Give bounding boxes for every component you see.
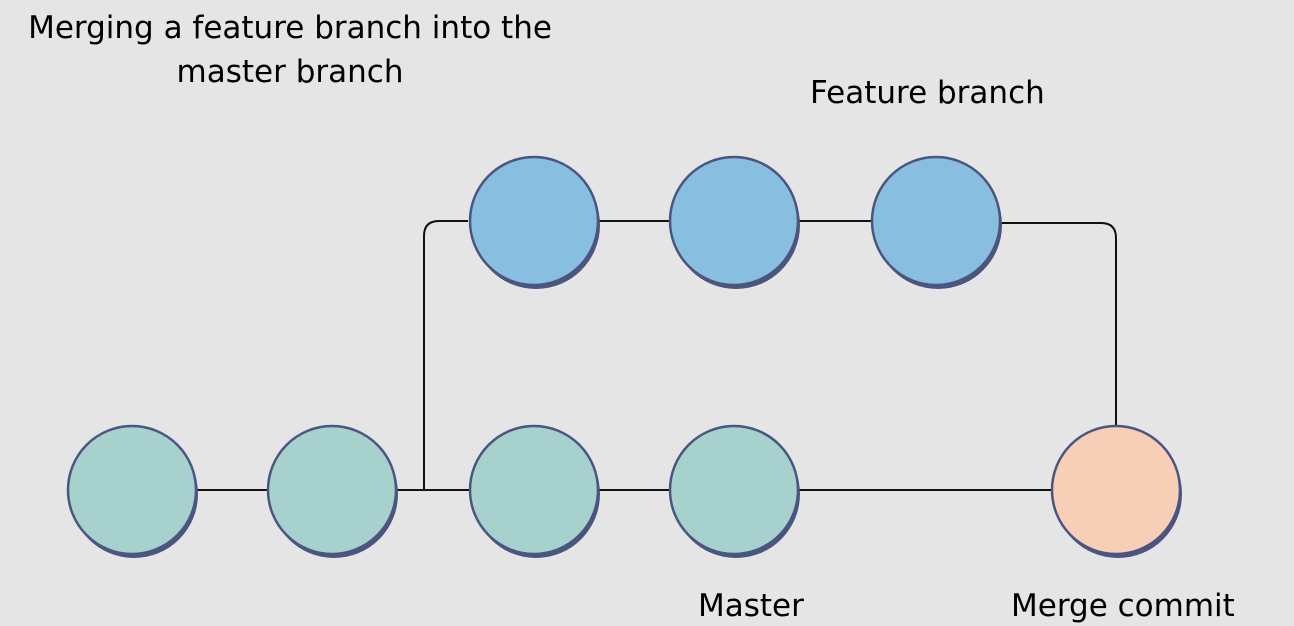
- feature-commit-1: [468, 155, 600, 289]
- feature-branch-label: Feature branch: [810, 75, 1045, 111]
- master-label: Master: [698, 588, 804, 624]
- branch-off-line: [423, 220, 468, 490]
- master-commit-3: [468, 424, 600, 558]
- feature-commit-2: [668, 155, 800, 289]
- master-commit-1: [66, 424, 198, 558]
- diagram-title: Merging a feature branch into the master…: [28, 10, 552, 90]
- feature-commit-3: [870, 155, 1002, 289]
- merge-commit-label: Merge commit: [1011, 588, 1235, 624]
- merge-back-line: [1001, 222, 1117, 425]
- merge-commit-node: [1050, 424, 1182, 558]
- master-commit-2: [266, 424, 398, 558]
- master-commit-4: [668, 424, 800, 558]
